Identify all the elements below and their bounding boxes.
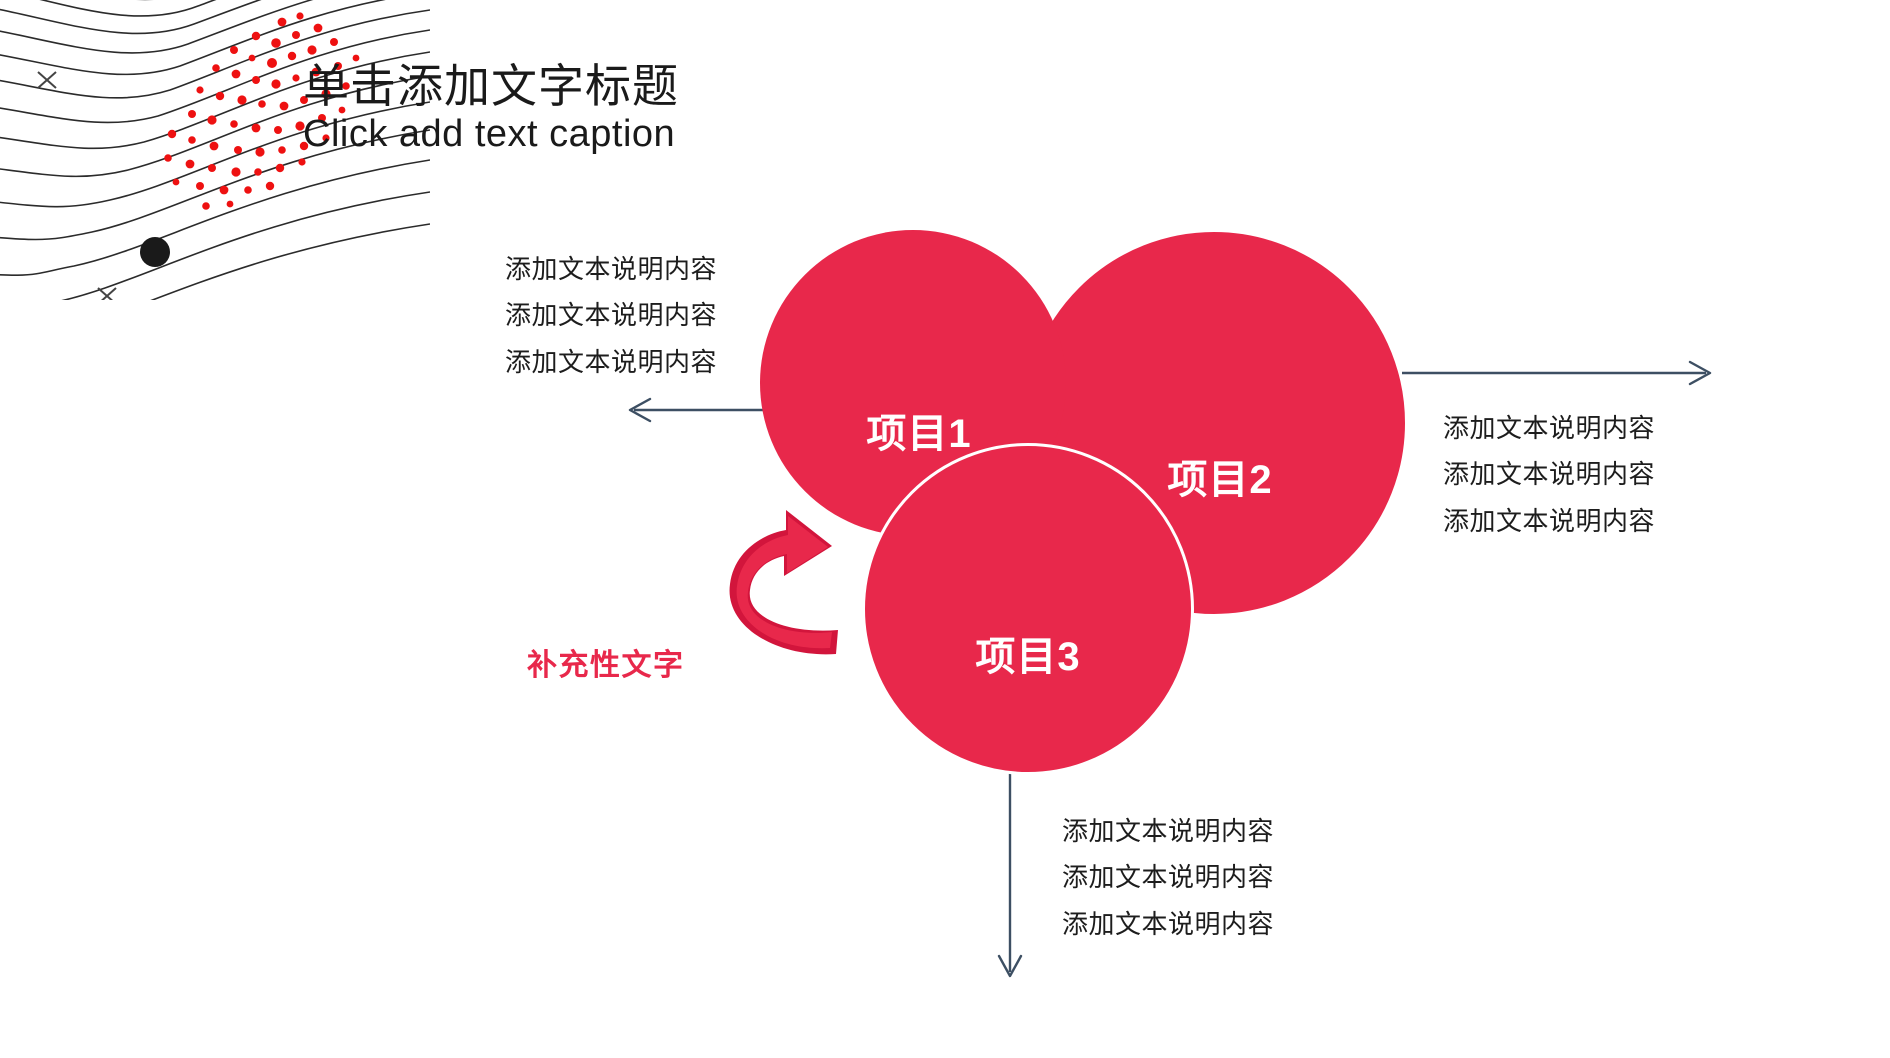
circle-label-1: 项目1: [866, 412, 972, 456]
black-dot: [140, 237, 170, 267]
text-block-bottom: 添加文本说明内容 添加文本说明内容 添加文本说明内容: [1062, 808, 1274, 947]
text-line: 添加文本说明内容: [1443, 505, 1656, 536]
text-block-right: 添加文本说明内容 添加文本说明内容 添加文本说明内容: [1443, 405, 1655, 544]
circle-label-2: 项目2: [1167, 458, 1273, 502]
text-line: 添加文本说明内容: [1443, 413, 1656, 443]
connector-arrow-right: [1402, 360, 1712, 386]
cross-marks: [37, 71, 117, 300]
connector-arrow-down: [997, 760, 1023, 978]
title-english: Click add text caption: [303, 112, 676, 155]
text-line: 添加文本说明内容: [504, 346, 717, 377]
text-line: 添加文本说明内容: [1062, 816, 1275, 846]
text-line: 添加文本说明内容: [504, 300, 717, 331]
supplementary-text-label: 补充性文字: [527, 649, 685, 682]
text-block-left: 添加文本说明内容 添加文本说明内容 添加文本说明内容: [437, 246, 717, 385]
circle-label-3: 项目3: [975, 635, 1081, 679]
text-line: 添加文本说明内容: [1062, 862, 1275, 893]
page-title: 单击添加文字标题 Click add text caption: [303, 62, 1003, 155]
circle-item-3[interactable]: 项目3: [862, 443, 1194, 775]
curved-red-arrow: [729, 510, 838, 655]
text-line: 添加文本说明内容: [1443, 459, 1656, 490]
title-chinese: 单击添加文字标题: [303, 60, 679, 112]
text-line: 添加文本说明内容: [1062, 908, 1275, 939]
text-line: 添加文本说明内容: [504, 254, 717, 284]
